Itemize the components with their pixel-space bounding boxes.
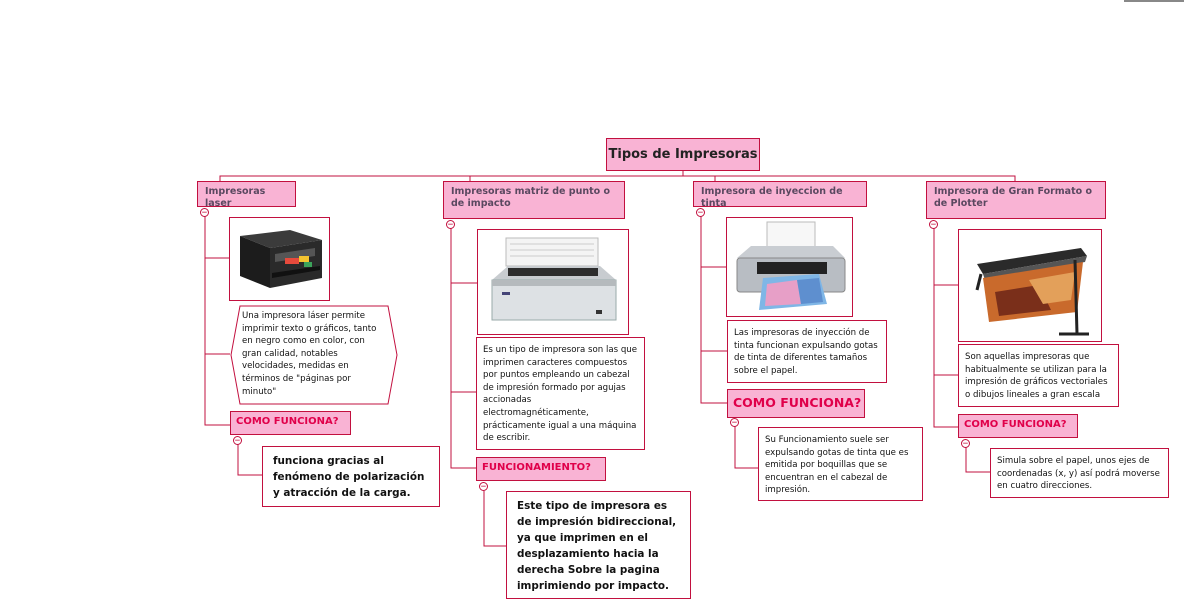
laser-description-card: Una impresora láser permite imprimir tex… [230, 305, 398, 405]
collapse-toggle-icon[interactable]: − [696, 208, 705, 218]
inkjet-how-label[interactable]: COMO FUNCIONA? [727, 389, 865, 418]
plotter-how-label-text: COMO FUNCIONA? [964, 419, 1067, 430]
branch-dotmatrix-title[interactable]: Impresoras matriz de punto o de impacto [443, 181, 625, 219]
inkjet-printer-image [726, 217, 853, 317]
dotmatrix-detail-text: Este tipo de impresora es de impresión b… [517, 500, 677, 592]
dotmatrix-how-label[interactable]: FUNCIONAMIENTO? [476, 457, 606, 481]
inkjet-printer-icon [736, 221, 846, 310]
branch-plotter-title[interactable]: Impresora de Gran Formato o de Plotter [926, 181, 1106, 219]
plotter-printer-image [958, 229, 1102, 342]
collapse-toggle-icon[interactable]: − [730, 418, 739, 428]
inkjet-description-card: Las impresoras de inyección de tinta fun… [727, 320, 887, 383]
plotter-description-text: Son aquellas impresoras que habitualment… [965, 352, 1108, 400]
inkjet-description-text: Las impresoras de inyección de tinta fun… [734, 328, 878, 376]
laser-detail-text: funciona gracias al fenómeno de polariza… [273, 455, 425, 499]
dot-matrix-printer-icon [491, 237, 617, 321]
branch-laser-title-text: Impresoras laser [205, 186, 266, 209]
dot-matrix-printer-image [477, 229, 629, 335]
branch-plotter-title-text: Impresora de Gran Formato o de Plotter [934, 186, 1092, 209]
inkjet-detail-card: Su Funcionamiento suele ser expulsando g… [758, 427, 923, 501]
collapse-toggle-icon[interactable]: − [479, 482, 488, 492]
laser-description-text: Una impresora láser permite imprimir tex… [242, 311, 377, 397]
collapse-toggle-icon[interactable]: − [961, 439, 970, 449]
plotter-detail-text: Simula sobre el papel, unos ejes de coor… [997, 456, 1160, 492]
branch-dotmatrix-title-text: Impresoras matriz de punto o de impacto [451, 186, 611, 209]
plotter-detail-card: Simula sobre el papel, unos ejes de coor… [990, 448, 1169, 498]
inkjet-detail-text: Su Funcionamiento suele ser expulsando g… [765, 435, 909, 496]
hexagon-shape [230, 305, 398, 405]
plotter-how-label[interactable]: COMO FUNCIONA? [958, 414, 1078, 438]
dotmatrix-detail-card: Este tipo de impresora es de impresión b… [506, 491, 691, 599]
dotmatrix-description-card: Es un tipo de impresora son las que impr… [476, 337, 645, 450]
plotter-description-card: Son aquellas impresoras que habitualment… [958, 344, 1119, 407]
laser-how-label[interactable]: COMO FUNCIONA? [230, 411, 351, 435]
laser-printer-image [229, 217, 330, 301]
root-title: Tipos de Impresoras [608, 147, 758, 162]
collapse-toggle-icon[interactable]: − [200, 208, 209, 218]
inkjet-how-label-text: COMO FUNCIONA? [733, 395, 862, 410]
branch-inkjet-title-text: Impresora de inyeccion de tinta [701, 186, 843, 209]
plotter-printer-icon [975, 248, 1089, 336]
branch-laser-title[interactable]: Impresoras laser [197, 181, 296, 209]
dotmatrix-description-text: Es un tipo de impresora son las que impr… [483, 345, 638, 444]
branch-inkjet-title[interactable]: Impresora de inyeccion de tinta [693, 181, 867, 209]
laser-printer-icon [240, 230, 322, 288]
collapse-toggle-icon[interactable]: − [233, 436, 242, 446]
collapse-toggle-icon[interactable]: − [929, 220, 938, 230]
collapse-toggle-icon[interactable]: − [446, 220, 455, 230]
laser-how-label-text: COMO FUNCIONA? [236, 416, 339, 427]
laser-detail-card: funciona gracias al fenómeno de polariza… [262, 446, 440, 507]
dotmatrix-how-label-text: FUNCIONAMIENTO? [482, 462, 591, 473]
top-divider [1124, 0, 1184, 2]
root-node[interactable]: Tipos de Impresoras [606, 138, 760, 171]
